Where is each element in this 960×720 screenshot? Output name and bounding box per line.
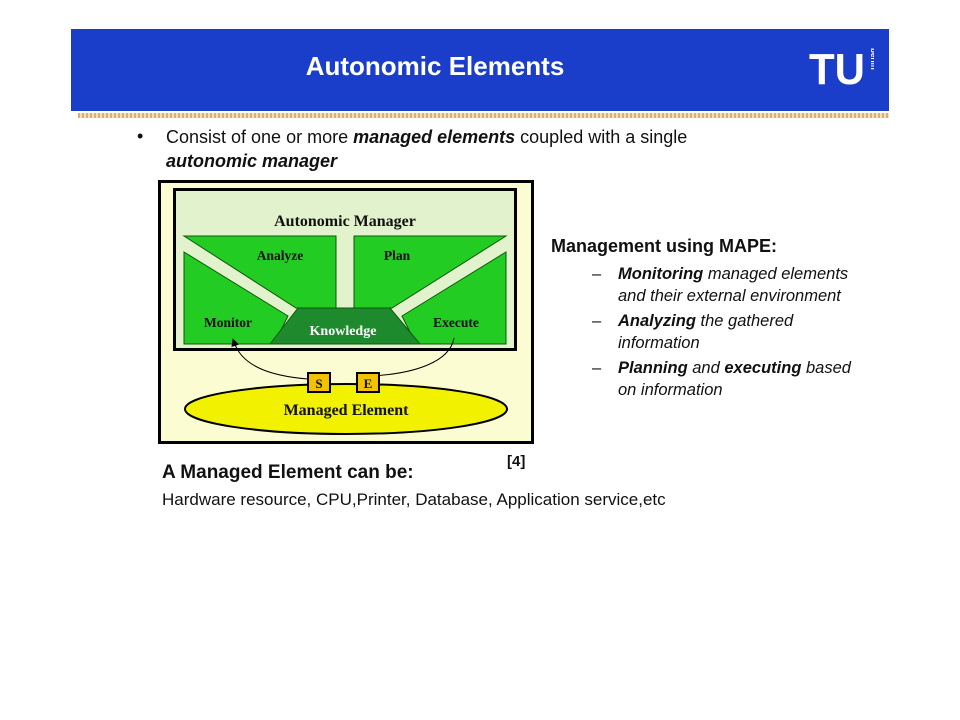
- dash-marker: –: [592, 359, 602, 377]
- managed-element: [184, 383, 508, 435]
- execute-label: Execute: [433, 315, 479, 330]
- mape-item-keyword: Planning: [618, 359, 688, 377]
- sensor-label: S: [315, 376, 322, 391]
- mape-item-keyword-2: executing: [724, 359, 802, 377]
- mape-heading: Management using MAPE:: [551, 236, 778, 256]
- autonomic-element-diagram: Autonomic Manager Analyze Plan Monitor E…: [158, 180, 534, 444]
- effector-box: [356, 372, 380, 393]
- intro-bullet: Consist of one or more managed elements …: [166, 125, 866, 173]
- tu-berlin-logo: TU berlin: [809, 45, 874, 90]
- figure-reference: [4]: [507, 453, 526, 470]
- bullet-marker: •: [137, 126, 144, 146]
- plan-label: Plan: [384, 248, 411, 263]
- managed-element-label: Managed Element: [284, 402, 410, 419]
- knowledge-label: Knowledge: [310, 324, 377, 339]
- mape-item-connector: and: [687, 359, 725, 377]
- managed-element-examples: Hardware resource, CPU,Printer, Database…: [162, 490, 666, 509]
- analyze-label: Analyze: [257, 248, 304, 263]
- monitor-label: Monitor: [204, 315, 252, 330]
- mape-item-text: based on information: [618, 359, 851, 399]
- mape-list: – Monitoring managed elements and their …: [592, 264, 862, 405]
- logo-letters: TU: [809, 45, 865, 90]
- sensor-to-monitor-arrow: [231, 338, 309, 380]
- plan-section: [353, 235, 508, 309]
- intro-text-1: Consist of one or more: [166, 127, 354, 147]
- mape-item-keyword: Monitoring: [618, 265, 704, 283]
- knowledge-section: [268, 307, 422, 345]
- slide-title: Autonomic Elements: [305, 51, 565, 81]
- mape-item-text: managed elements and their external envi…: [618, 265, 849, 305]
- sensor-box: [307, 372, 331, 393]
- logo-small-text: berlin: [869, 48, 874, 70]
- dash-marker: –: [592, 312, 602, 330]
- dash-marker: –: [592, 265, 602, 283]
- mape-item-monitoring: – Monitoring managed elements and their …: [592, 264, 862, 307]
- effector-label: E: [364, 376, 373, 391]
- mape-item-planning: – Planning and executing based on inform…: [592, 358, 862, 401]
- execute-to-effector-arrow: [366, 337, 455, 380]
- managed-element-heading: A Managed Element can be:: [162, 462, 414, 483]
- slide-header: Autonomic Elements: [71, 29, 889, 111]
- intro-emphasis-2: autonomic manager: [166, 151, 338, 171]
- mape-item-keyword: Analyzing: [618, 312, 696, 330]
- mape-item-text: the gathered information: [618, 312, 794, 352]
- intro-text-2: coupled with a single: [515, 127, 688, 147]
- autonomic-manager-label: Autonomic Manager: [274, 213, 416, 230]
- intro-emphasis-1: managed elements: [353, 127, 516, 147]
- header-divider: [78, 113, 889, 118]
- mape-item-analyzing: – Analyzing the gathered information: [592, 311, 862, 354]
